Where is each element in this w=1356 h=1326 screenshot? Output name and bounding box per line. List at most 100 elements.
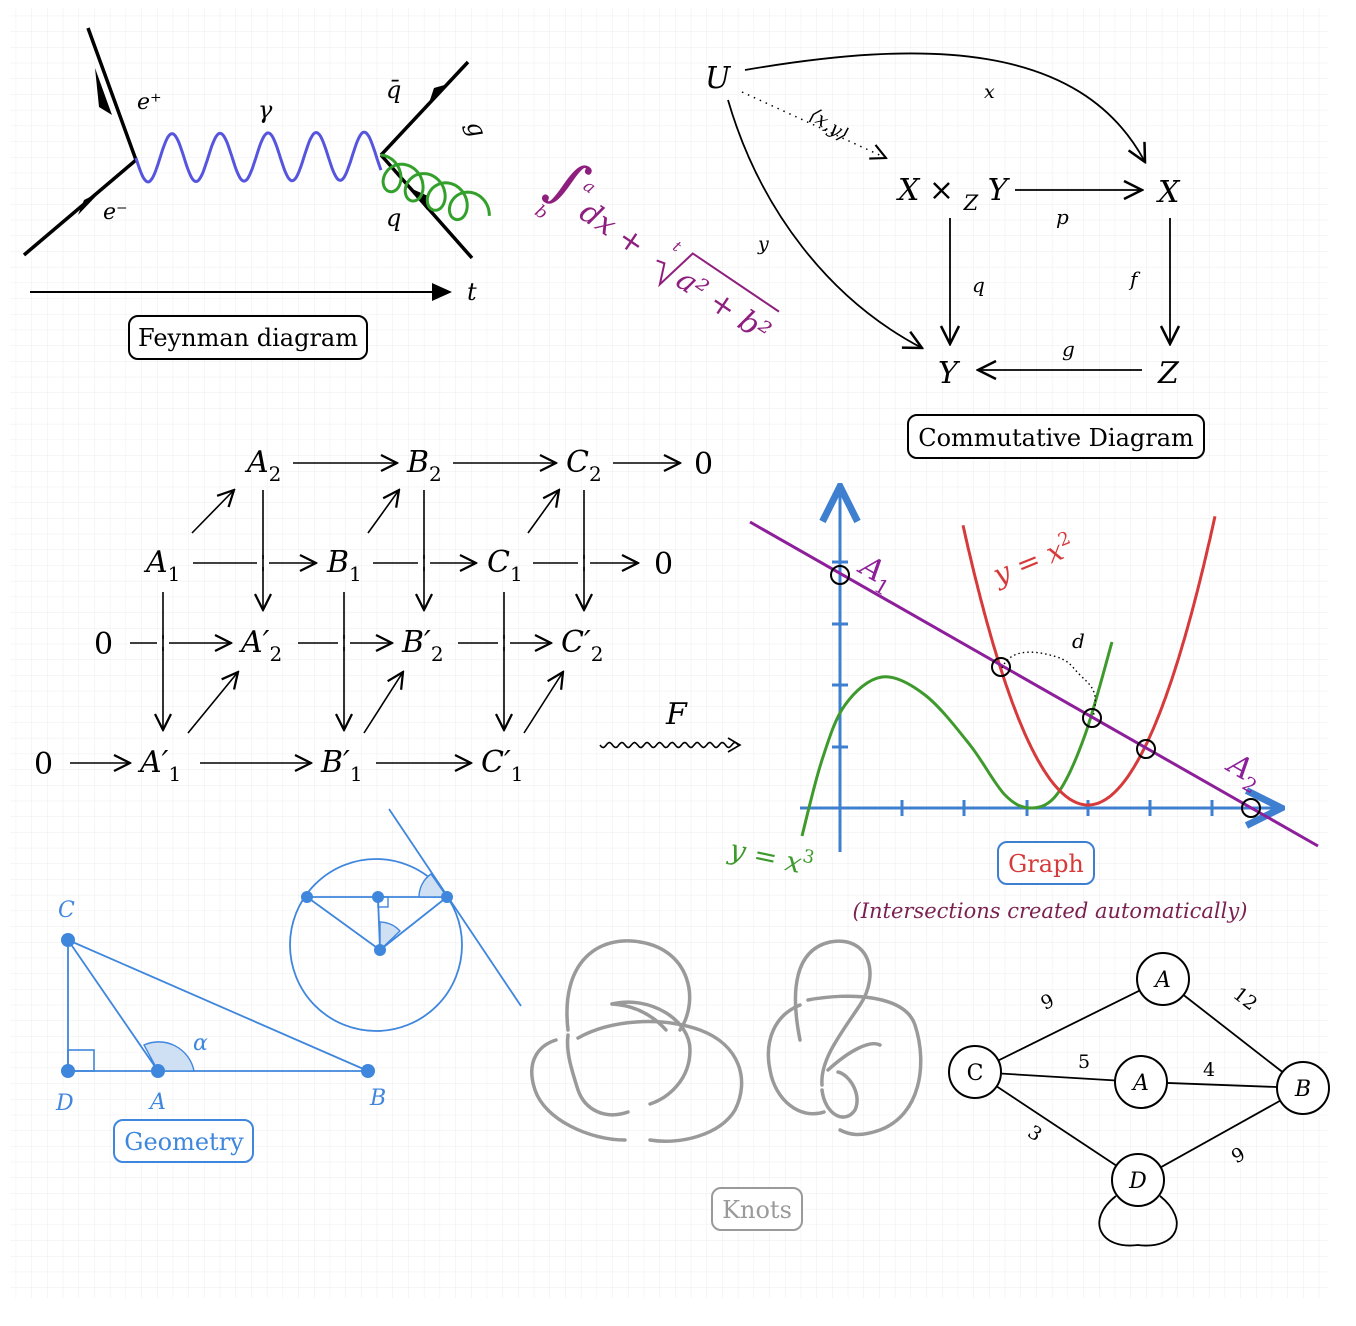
segment-CA (67, 939, 159, 1072)
node-Cp2: C′2 (561, 625, 604, 666)
node-label-A-mid: A (1131, 1071, 1149, 1096)
circle-point-left (301, 891, 313, 903)
node-C1: C1 (487, 545, 523, 586)
node-C2: C2 (566, 445, 602, 486)
geometry-caption-box (113, 1119, 254, 1163)
geometry-circle (289, 858, 463, 1032)
zero-bottom: 0 (34, 747, 53, 782)
label-electron: e⁻ (103, 200, 128, 225)
antiquark-line (379, 60, 470, 157)
angle-alpha (143, 1041, 195, 1072)
label-y: y (757, 233, 769, 255)
geometry-radius-2 (379, 896, 448, 951)
positron-line (86, 27, 138, 161)
node-B1: B1 (326, 545, 362, 586)
label-C: C (58, 898, 75, 923)
knot-right (766, 939, 923, 1137)
center-angle (379, 921, 401, 952)
geometry-caption: Geometry (124, 1128, 244, 1156)
weight-CA2: 5 (1078, 1051, 1090, 1073)
zero-row2: 0 (654, 547, 673, 582)
knots-caption: Knots (722, 1196, 792, 1224)
time-arrow (432, 283, 452, 301)
feynman-diagram: e⁺ e⁻ γ q̄ q g t Feynman diagram (22, 27, 492, 360)
commutative-caption-box (907, 414, 1205, 459)
label-positron: e⁺ (137, 90, 162, 115)
weighted-graph: A C A B D 9 12 5 4 3 9 (948, 952, 1330, 1247)
arrow-U-X (744, 52, 1145, 162)
node-Cp1: C′1 (481, 745, 524, 786)
graph-nodes (948, 952, 1330, 1207)
label-x: x (984, 81, 995, 103)
commutative-caption: Commutative Diagram (918, 424, 1194, 452)
node-product: X × Z Y (896, 173, 1011, 215)
knots-figure (530, 939, 923, 1231)
geometry-radius-1 (306, 896, 381, 951)
tangent-angle (418, 873, 449, 898)
cubic-curve (800, 641, 1114, 837)
straight-line (749, 520, 1319, 848)
label-D: D (55, 1091, 74, 1116)
label-antiquark: q̄ (386, 76, 401, 104)
photon-wave (134, 130, 383, 184)
weight-A2B: 4 (1203, 1059, 1215, 1081)
node-Ap1: A′1 (137, 745, 181, 786)
node-Z: Z (1157, 356, 1180, 391)
arrow-U-product (741, 91, 886, 158)
node-A2: A2 (244, 445, 281, 486)
graph-edges (974, 978, 1304, 1181)
cube-diagram: A2 B2 C2 0 A1 B1 C1 0 0 A′2 B′2 C′2 0 A′… (34, 445, 713, 786)
node-U: U (705, 61, 732, 96)
node-label-D: D (1128, 1169, 1147, 1194)
cube-crossing-verticals (162, 555, 585, 651)
label-A: A (148, 1090, 166, 1115)
node-Ap2: A′2 (238, 625, 282, 666)
graph-ticks (832, 560, 1214, 816)
positron-arrow (95, 68, 112, 115)
node-label-C: C (967, 1061, 984, 1086)
circle-point-right (441, 891, 453, 903)
label-p: p (1056, 205, 1069, 229)
functor-arrowhead (727, 737, 742, 753)
zero-top: 0 (694, 447, 713, 482)
node-Bp2: B′2 (401, 625, 444, 666)
label-time: t (467, 278, 477, 306)
node-B2: B2 (406, 445, 442, 486)
node-Bp1: B′1 (320, 745, 363, 786)
functor-arrow (599, 741, 739, 749)
point-C (61, 933, 75, 947)
cube-arrows (70, 463, 680, 763)
geometry-figure: C D A B α Geometry (55, 808, 522, 1163)
point-B (361, 1064, 375, 1078)
distance-label: d (1072, 629, 1085, 653)
arrow-U-Y (727, 99, 922, 348)
node-Y: Y (938, 356, 961, 391)
label-q: q (972, 273, 985, 297)
node-X: X (1156, 175, 1181, 210)
graph-caption: Graph (1008, 850, 1084, 878)
label-photon: γ (258, 96, 273, 124)
feynman-caption: Feynman diagram (138, 324, 358, 352)
parabola-curve (961, 515, 1217, 807)
antiquark-arrow (428, 84, 448, 106)
label-g: g (1062, 337, 1075, 361)
right-angle-mark (67, 1049, 95, 1072)
geometry-tangent (388, 808, 522, 1007)
intersection-markers (830, 565, 1261, 818)
feynman-caption-box (128, 315, 368, 360)
circle-center (374, 944, 386, 956)
electron-line (22, 158, 138, 257)
knot-left (530, 939, 744, 1143)
node-label-A-top: A (1153, 968, 1171, 993)
circle-point-mid (372, 891, 384, 903)
graph-subcaption: (Intersections created automatically) (853, 899, 1248, 923)
knots-caption-box (711, 1187, 803, 1231)
electron-arrow (78, 192, 100, 215)
segment-CB (67, 939, 369, 1072)
point-A (151, 1064, 165, 1078)
node-A1: A1 (143, 545, 180, 586)
label-quark: q (386, 204, 401, 232)
zero-row3: 0 (94, 627, 113, 662)
self-loop-D (1098, 1195, 1178, 1247)
